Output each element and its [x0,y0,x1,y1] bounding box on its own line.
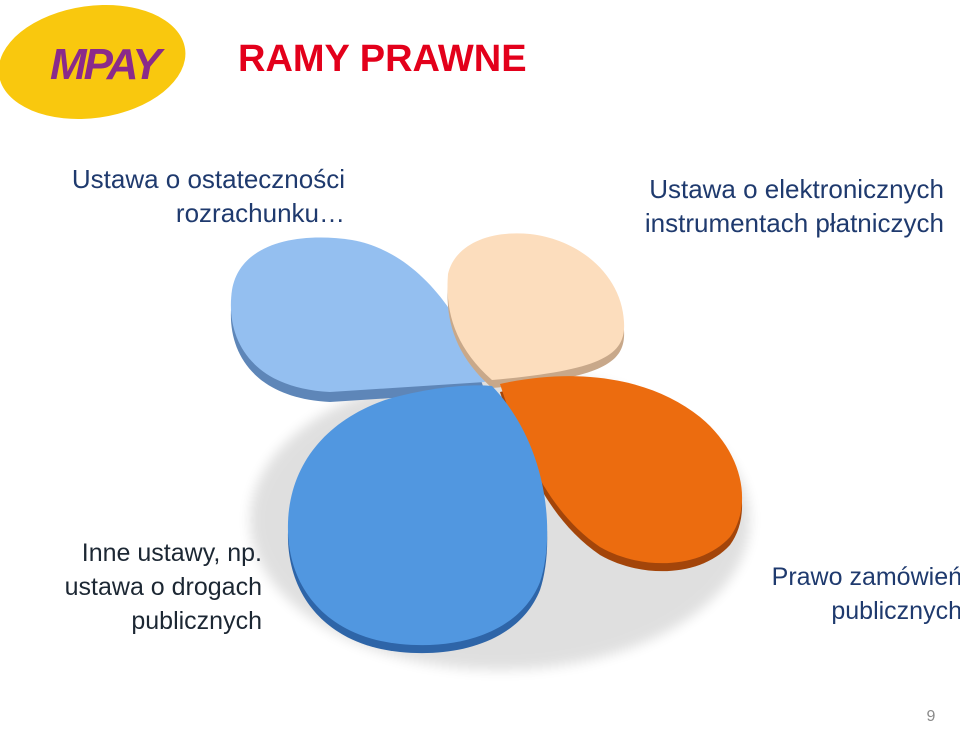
logo-text: MPAY [50,40,165,89]
label-public-procurement: Prawo zamówień publicznych [771,563,960,625]
label-electronic-payment-instruments: Ustawa o elektronicznych instrumentach p… [644,174,944,238]
page-title: RAMY PRAWNE [238,38,527,80]
mpay-logo: MPAY [0,5,186,119]
page-number: 9 [926,708,936,725]
petal-bottom-right [500,376,743,572]
logo-ellipse [0,5,186,119]
label-settlement-finality: Ustawa o ostateczności rozrachunku… [71,164,345,228]
petal-bottom-left [287,385,548,654]
petal-top-right [447,233,625,388]
label-other-acts: Inne ustawy, np. ustawa o drogach public… [64,539,262,635]
petal-top-left [230,237,485,402]
